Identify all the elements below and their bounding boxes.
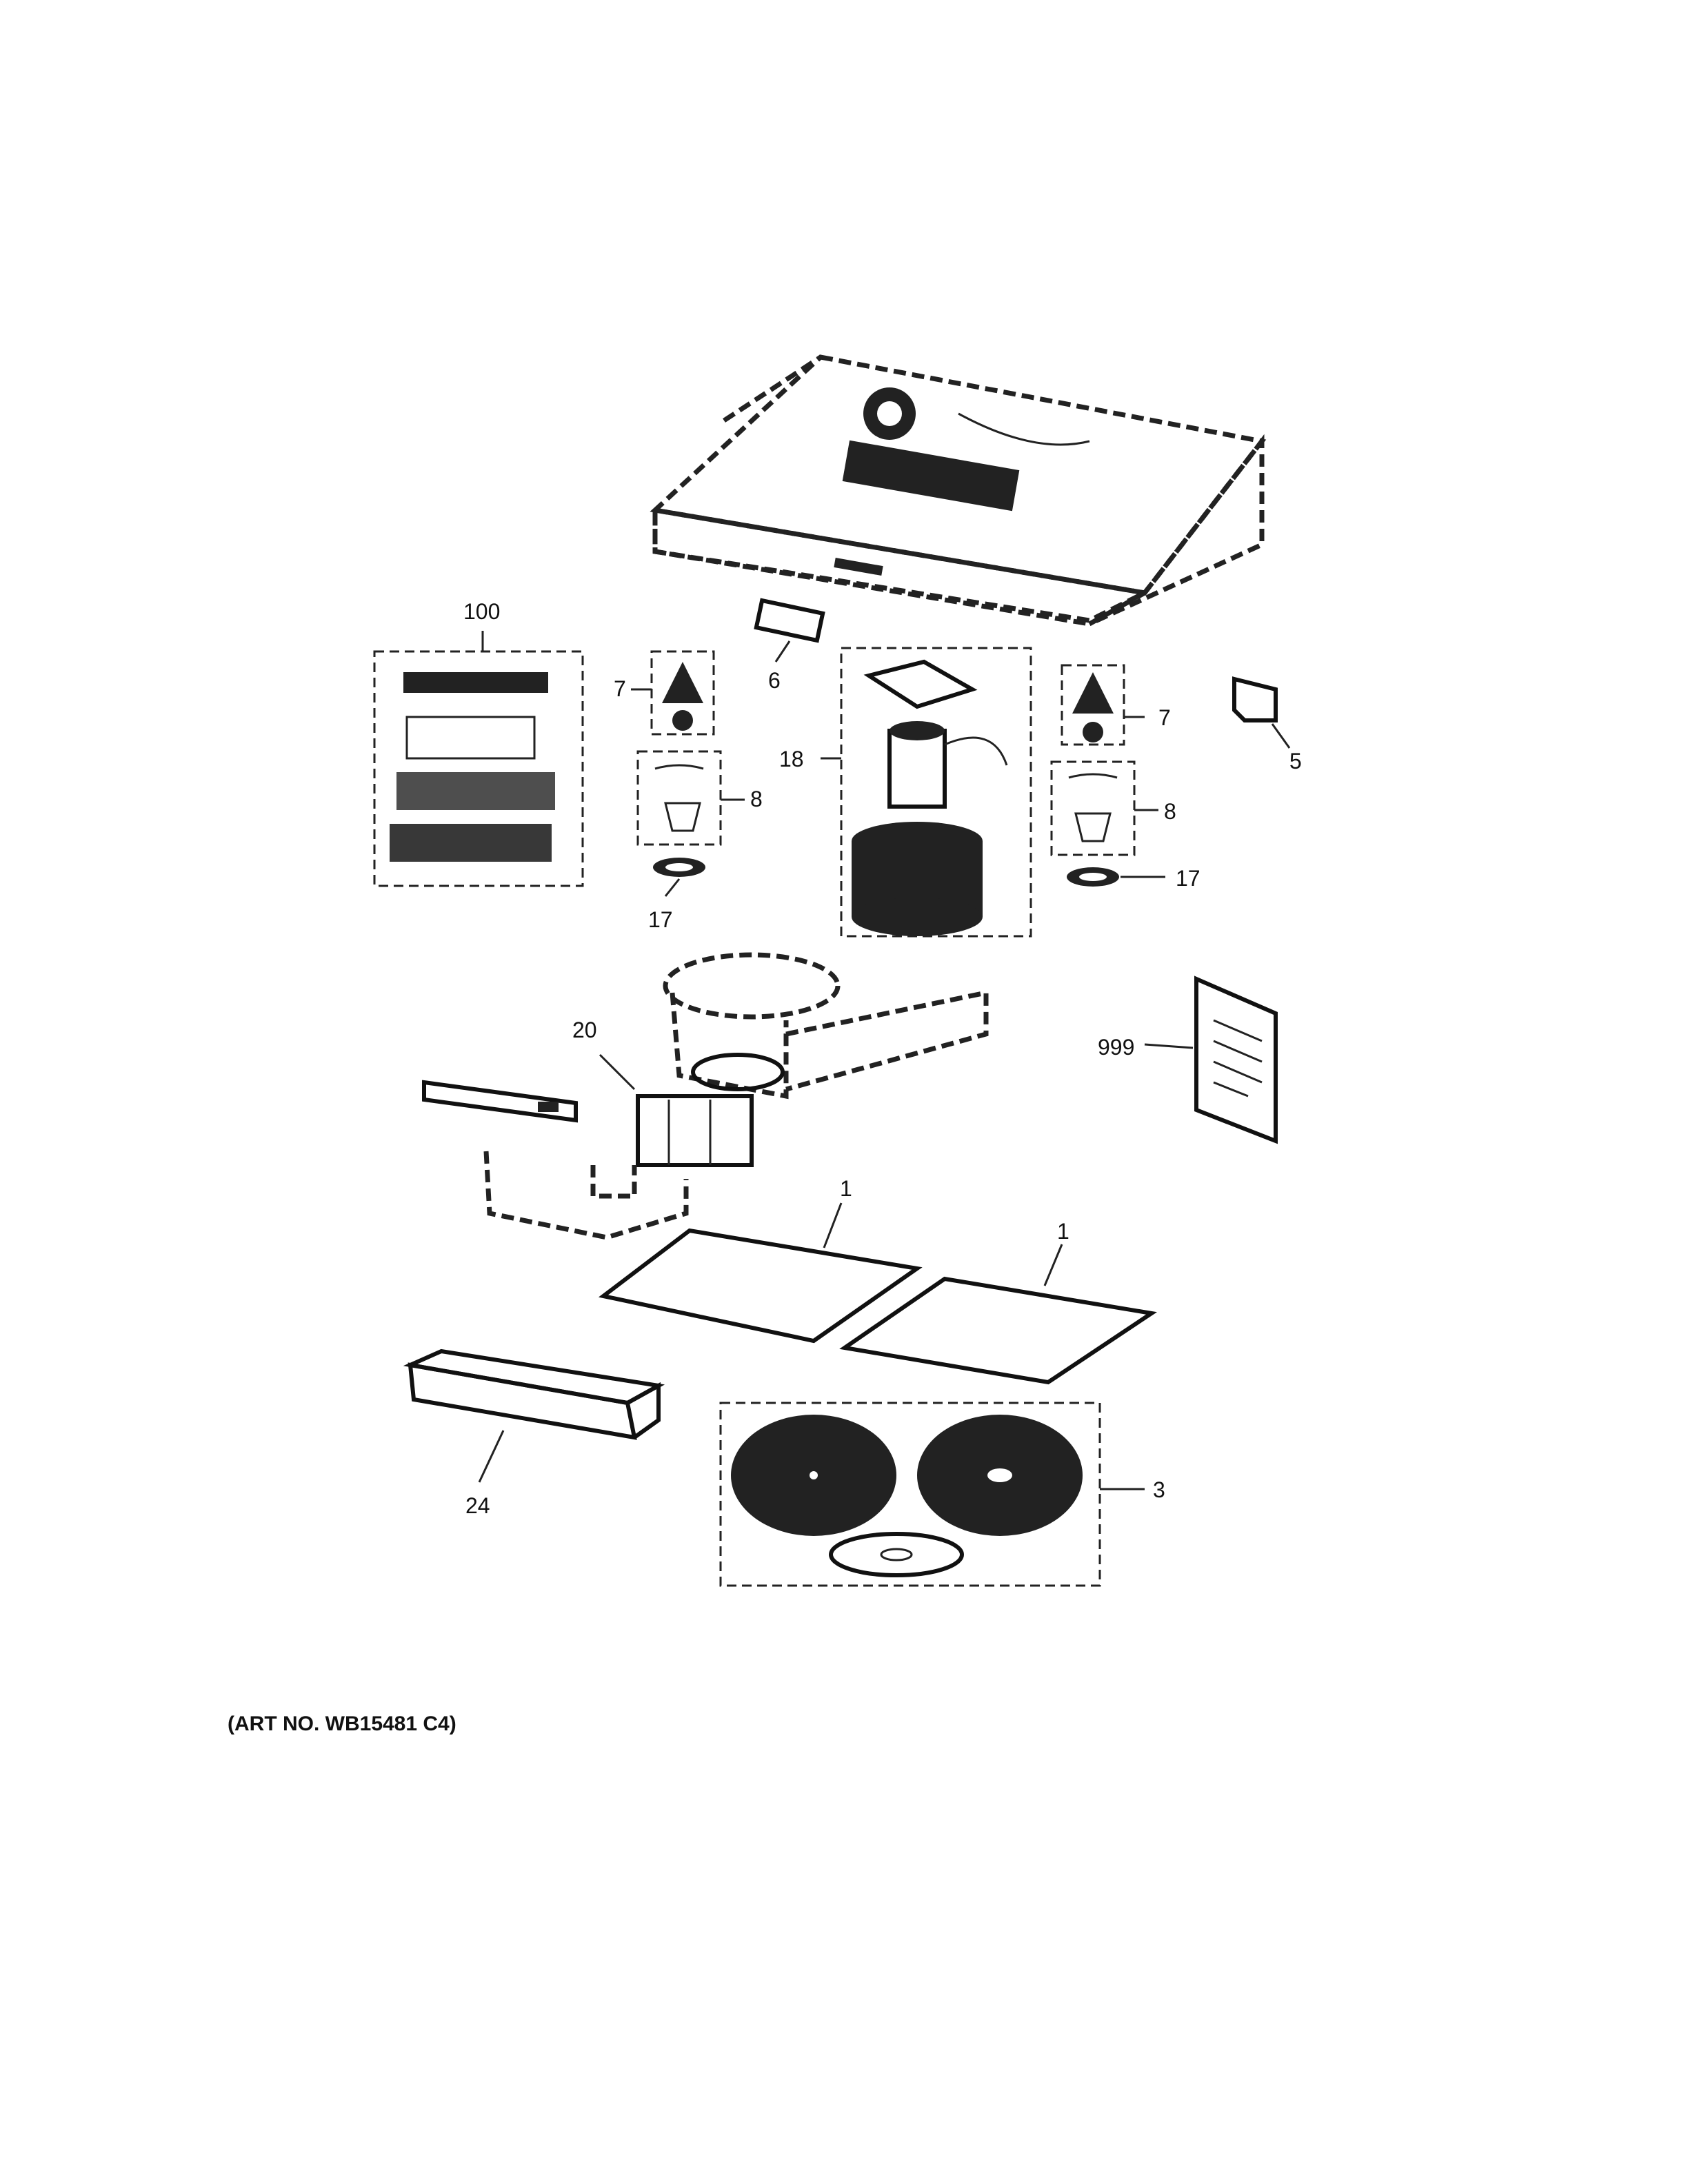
blower-motor-assembly (821, 647, 1032, 938)
bracket-part (1232, 676, 1291, 749)
callout-5: 5 (1289, 749, 1302, 774)
callout-7-right: 7 (1158, 705, 1171, 730)
callout-999: 999 (1098, 1035, 1134, 1060)
control-board-assembly (373, 631, 584, 887)
callout-20: 20 (572, 1018, 597, 1042)
callout-3: 3 (1153, 1477, 1165, 1502)
callout-17-right: 17 (1176, 866, 1200, 891)
grease-filter-right (839, 1244, 1157, 1385)
art-number: (ART NO. WB15481 C4) (228, 1712, 456, 1735)
control-rail (422, 1080, 578, 1123)
grease-filter-left (598, 1202, 923, 1344)
callout-1-right: 1 (1057, 1219, 1069, 1244)
tray-part (403, 1348, 665, 1483)
range-hood-body (650, 354, 1267, 627)
lamp-assembly-right (1050, 664, 1165, 887)
owners-manual (1144, 975, 1278, 1144)
lower-bracket (483, 1151, 689, 1240)
callout-8-right: 8 (1164, 799, 1176, 824)
switch-part (754, 598, 825, 663)
duct-collar (663, 952, 989, 1100)
damper-grille (599, 1053, 754, 1167)
callout-18: 18 (779, 747, 804, 771)
callout-24: 24 (465, 1493, 490, 1518)
lamp-assembly-left (631, 650, 745, 897)
callout-6: 6 (768, 668, 781, 693)
callout-8-left: 8 (750, 787, 763, 811)
callout-1-left: 1 (840, 1176, 852, 1201)
callout-100: 100 (463, 599, 500, 624)
charcoal-filter-kit (719, 1402, 1145, 1587)
callout-17-left: 17 (648, 907, 673, 932)
callout-7-left: 7 (614, 676, 626, 701)
